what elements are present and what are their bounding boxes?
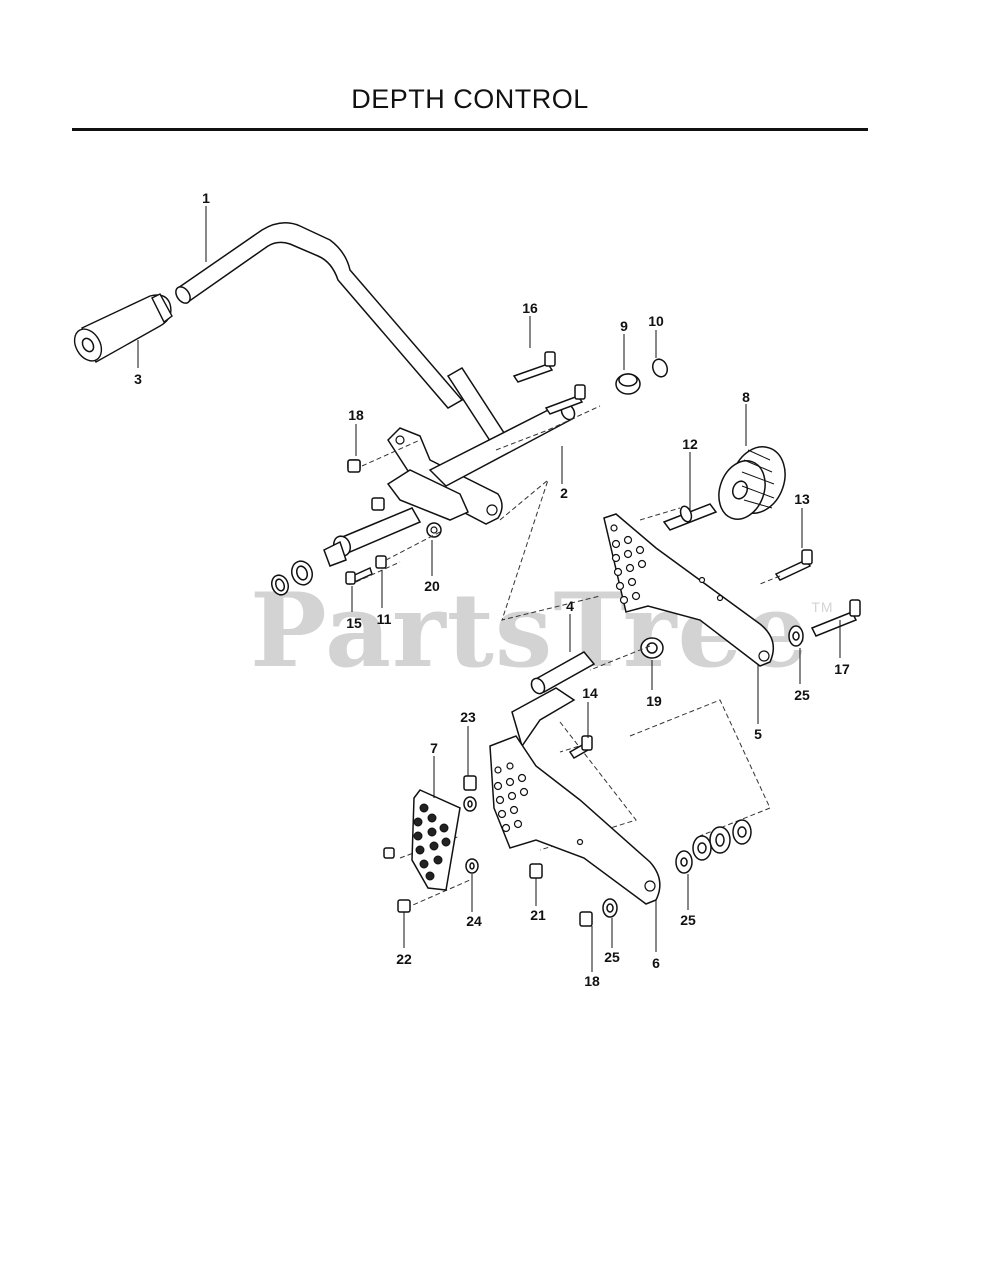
callout-25-right: 25 [794,687,810,703]
part-19-nut [640,637,664,659]
callout-25-bottom: 25 [604,949,620,965]
part-6-lever-plate [489,687,661,905]
callout-24: 24 [466,913,482,929]
callout-18-top: 18 [348,407,364,423]
callout-3: 3 [134,371,142,387]
callout-2: 2 [560,485,568,501]
callout-18-bottom: 18 [584,973,600,989]
callout-12: 12 [682,436,698,452]
callout-16: 16 [522,300,538,316]
callout-10: 10 [648,313,664,329]
assembly-lines [355,405,781,909]
callout-17: 17 [834,661,850,677]
callout-5: 5 [754,726,762,742]
callout-21: 21 [530,907,546,923]
part-3-handle-grip [73,293,173,363]
callout-leaders [137,206,841,972]
callout-4: 4 [566,598,574,614]
part-25-washer-stack [675,819,752,874]
part-4-spacer [530,651,596,695]
callout-13: 13 [794,491,810,507]
callout-22: 22 [396,951,412,967]
callout-6: 6 [652,955,660,971]
callout-20: 20 [424,578,440,594]
part-18-nut-top [347,459,361,473]
callout-23: 23 [460,709,476,725]
part-12-axle-bolt [662,503,718,531]
part-10-snap-ring [651,358,669,378]
part-8-depth-wheel [718,446,786,520]
callout-25-stack: 25 [680,912,696,928]
callout-15: 15 [346,615,362,631]
title-divider [72,128,868,131]
callout-9: 9 [620,318,628,334]
callout-19: 19 [646,693,662,709]
callout-labels: 1 3 16 9 10 18 8 12 2 13 20 15 11 4 19 2… [134,190,850,989]
callout-7: 7 [430,740,438,756]
part-2-pivot-bracket [323,403,576,567]
part-13-bolt [774,549,813,581]
part-17-bolt [810,599,861,637]
plate-hardware [383,775,618,927]
part-9-bushing [615,373,641,395]
callout-11: 11 [377,611,392,627]
part-25-washer-right [788,625,804,647]
part-5-depth-plate [603,513,775,667]
page-title: DEPTH CONTROL [351,84,589,114]
part-14-bolt [568,735,593,759]
callout-1: 1 [202,190,210,206]
callout-8: 8 [742,389,750,405]
bolts-16 [512,351,586,415]
part-7-index-plate [411,789,461,891]
callout-14: 14 [582,685,598,701]
part-1-handle-tube [175,222,512,452]
